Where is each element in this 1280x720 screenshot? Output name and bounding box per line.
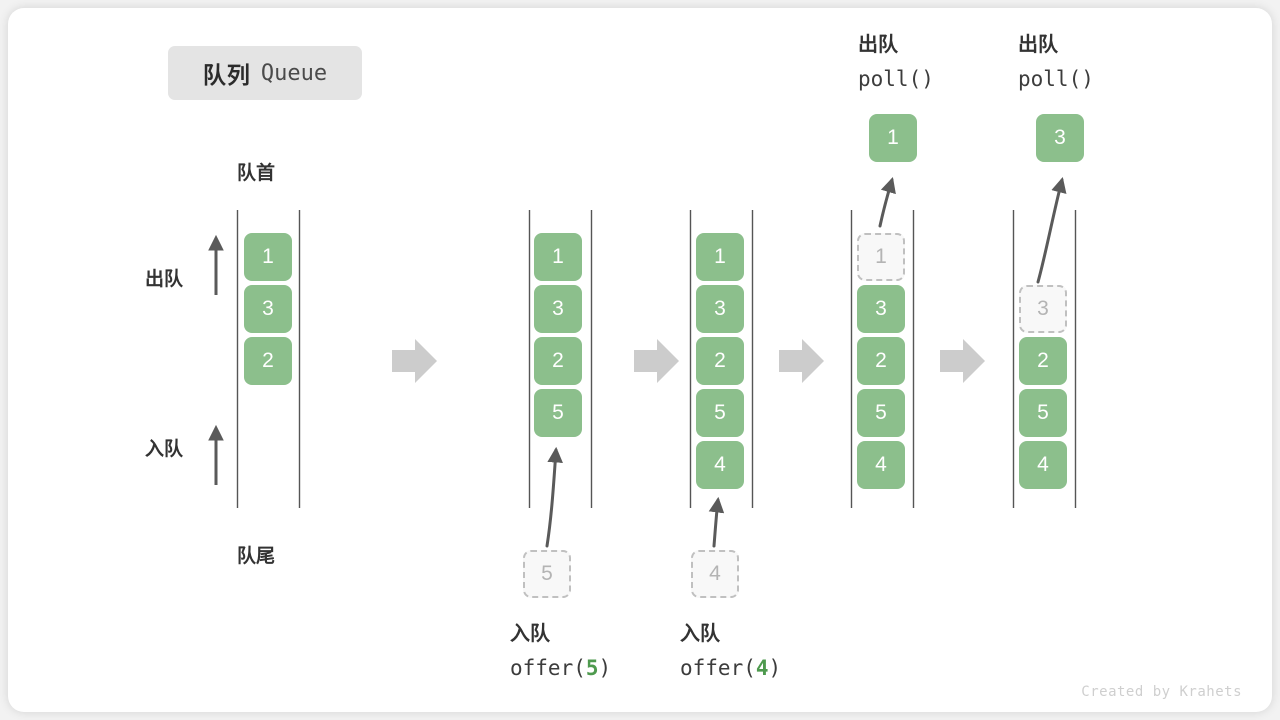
step-arrow-1 — [392, 339, 437, 383]
code-post: ) — [768, 656, 782, 680]
operation-cn-poll-1: 出队 — [858, 34, 898, 56]
queue-element: 3 — [696, 285, 744, 333]
polled-element-3: 3 — [1036, 114, 1084, 162]
queue-element: 1 — [696, 233, 744, 281]
operation-caption-poll-3: 出队 poll() — [1018, 28, 1094, 96]
queue-element: 5 — [1019, 389, 1067, 437]
queue-element: 4 — [696, 441, 744, 489]
operation-code-offer-4: offer(4) — [680, 651, 781, 685]
queue-element: 4 — [1019, 441, 1067, 489]
queue-element: 2 — [244, 337, 292, 385]
queue-element: 1 — [857, 233, 905, 281]
operation-code-poll-1: poll() — [858, 62, 934, 96]
queue-element: 5 — [534, 389, 582, 437]
title-cn: 队列 — [202, 62, 251, 88]
operation-cn-poll-3: 出队 — [1018, 34, 1058, 56]
poll-1-motion-arrow — [878, 177, 896, 228]
code-post: ) — [921, 67, 934, 91]
queue-element: 3 — [1019, 285, 1067, 333]
diagram-title-chip: 队列 Queue — [168, 46, 362, 100]
step-arrows — [392, 339, 985, 383]
label-queue-tail: 队尾 — [237, 546, 276, 567]
offer-4-motion-arrow — [708, 496, 725, 548]
motion-arrows — [545, 176, 1067, 548]
queue-element: 2 — [857, 337, 905, 385]
incoming-element-5: 5 — [523, 550, 571, 598]
code-pre: poll( — [858, 67, 922, 91]
label-enqueue-direction: 入队 — [145, 439, 184, 460]
code-pre: offer( — [510, 656, 586, 680]
code-post: ) — [598, 656, 612, 680]
queue-rails — [236, 210, 1077, 508]
code-arg: 4 — [755, 656, 769, 680]
label-queue-head: 队首 — [237, 163, 276, 184]
queue-element: 1 — [244, 233, 292, 281]
incoming-element-4: 4 — [691, 550, 739, 598]
queue-element: 1 — [534, 233, 582, 281]
offer-5-motion-arrow — [545, 446, 563, 548]
code-pre: offer( — [680, 656, 756, 680]
queue-element: 4 — [857, 441, 905, 489]
operation-caption-poll-1: 出队 poll() — [858, 28, 934, 96]
queue-element: 3 — [857, 285, 905, 333]
queue-element: 2 — [534, 337, 582, 385]
queue-element: 3 — [534, 285, 582, 333]
polled-element-1: 1 — [869, 114, 917, 162]
queue-element: 3 — [244, 285, 292, 333]
operation-code-offer-5: offer(5) — [510, 651, 611, 685]
queue-element: 2 — [1019, 337, 1067, 385]
code-arg: 5 — [585, 656, 599, 680]
code-post: ) — [1081, 67, 1094, 91]
operation-caption-offer-4: 入队 offer(4) — [680, 617, 781, 685]
operation-code-poll-3: poll() — [1018, 62, 1094, 96]
operation-cn-offer-5: 入队 — [510, 623, 550, 645]
step-arrow-2 — [634, 339, 679, 383]
label-dequeue-direction: 出队 — [145, 269, 184, 290]
title-en: Queue — [260, 60, 328, 86]
queue-element: 2 — [696, 337, 744, 385]
queue-element: 5 — [696, 389, 744, 437]
step-arrow-4 — [940, 339, 985, 383]
code-pre: poll( — [1018, 67, 1082, 91]
queue-element: 5 — [857, 389, 905, 437]
poll-3-motion-arrow — [1036, 176, 1067, 284]
operation-caption-offer-5: 入队 offer(5) — [510, 617, 611, 685]
attribution-footer: Created by Krahets — [1081, 684, 1242, 700]
operation-cn-offer-4: 入队 — [680, 623, 720, 645]
step-arrow-3 — [779, 339, 824, 383]
